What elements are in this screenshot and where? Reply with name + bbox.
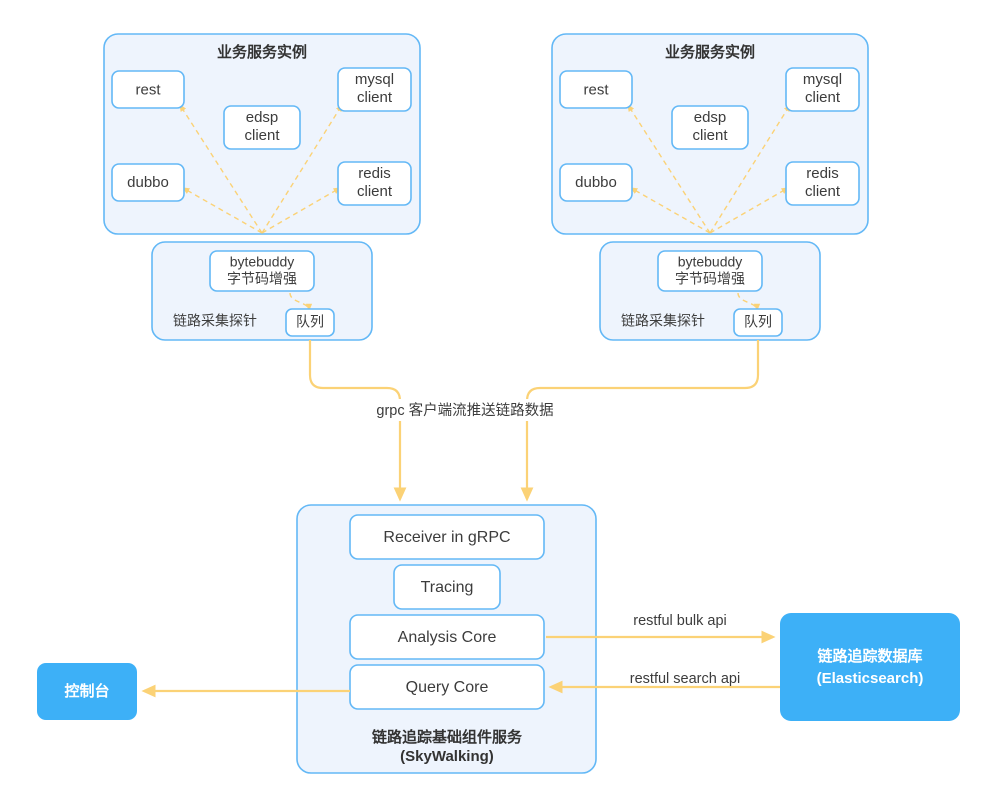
component-edsp-client-label-line2: client bbox=[244, 127, 280, 144]
component-rest-2[interactable] bbox=[559, 70, 633, 109]
arrow-probe1-to-core bbox=[308, 340, 407, 502]
arrow-probe-to-rest bbox=[179, 103, 263, 234]
component-redis-client[interactable] bbox=[337, 161, 412, 206]
arrow-bytebuddy-to-queue-2 bbox=[737, 292, 761, 312]
component-dubbo[interactable] bbox=[111, 163, 185, 202]
probe-group-2: bytebuddy 字节码增强 链路采集探针 队列 bbox=[599, 241, 821, 341]
trace-storage-label-line2: (Elasticsearch) bbox=[817, 670, 924, 687]
arrow-probe-to-mysql bbox=[261, 103, 343, 234]
component-redis-client-2[interactable] bbox=[785, 161, 860, 206]
arrow-probe-to-rest-2 bbox=[627, 103, 711, 234]
queue-box-1[interactable] bbox=[285, 308, 335, 337]
console-label: 控制台 bbox=[64, 682, 109, 700]
component-edsp-client-2-label-line1: edsp bbox=[694, 109, 727, 126]
bytebuddy-label-line1: bytebuddy bbox=[230, 254, 295, 270]
service-group-2: 业务服务实例 rest mysql client edsp client dub… bbox=[551, 33, 869, 235]
component-dubbo-2-label: dubbo bbox=[575, 174, 617, 191]
module-receiver-in-grpc[interactable] bbox=[349, 514, 545, 560]
module-receiver-in-grpc-label: Receiver in gRPC bbox=[383, 529, 510, 546]
service-group-1-instrumentation-arrows bbox=[179, 103, 343, 234]
component-redis-client-2-label-line1: redis bbox=[806, 165, 839, 182]
component-redis-client-label-line1: redis bbox=[358, 165, 391, 182]
trace-storage[interactable]: 链路追踪数据库 (Elasticsearch) bbox=[780, 613, 960, 721]
queue-box-2[interactable] bbox=[733, 308, 783, 337]
component-rest-2-label: rest bbox=[583, 81, 609, 98]
trace-storage-label-line1: 链路追踪数据库 bbox=[817, 647, 922, 665]
arrow-probe-to-dubbo bbox=[181, 187, 263, 234]
component-dubbo-label: dubbo bbox=[127, 174, 169, 191]
component-edsp-client-2[interactable] bbox=[671, 105, 749, 150]
component-mysql-client-2-label-line2: client bbox=[805, 89, 841, 106]
module-tracing[interactable] bbox=[393, 564, 501, 610]
bytebuddy-box-1[interactable] bbox=[209, 250, 315, 292]
component-mysql-client-2-label-line1: mysql bbox=[803, 71, 842, 88]
arrow-bytebuddy-to-queue-1 bbox=[289, 292, 313, 312]
grpc-transport-label: grpc 客户端流推送链路数据 bbox=[376, 402, 553, 419]
component-edsp-client-2-label-line2: client bbox=[692, 127, 728, 144]
arrow-probe-to-dubbo-2 bbox=[629, 187, 711, 234]
component-dubbo-2[interactable] bbox=[559, 163, 633, 202]
component-mysql-client-2[interactable] bbox=[785, 67, 860, 112]
service-group-2-instrumentation-arrows bbox=[627, 103, 791, 234]
module-query-core[interactable] bbox=[349, 664, 545, 710]
component-redis-client-2-label-line2: client bbox=[805, 183, 841, 200]
component-mysql-client-label-line2: client bbox=[357, 89, 393, 106]
component-rest[interactable] bbox=[111, 70, 185, 109]
probe-group-1: bytebuddy 字节码增强 链路采集探针 队列 bbox=[151, 241, 373, 341]
bytebuddy-2-label-line2: 字节码增强 bbox=[675, 271, 745, 287]
probe-1-caption: 链路采集探针 bbox=[173, 313, 257, 329]
probe-2-caption: 链路采集探针 bbox=[621, 313, 705, 329]
grpc-label-backdrop bbox=[350, 399, 580, 421]
service-group-1: 业务服务实例 rest mysql client edsp client dub… bbox=[103, 33, 421, 235]
service-group-1-title: 业务服务实例 bbox=[217, 43, 307, 61]
component-redis-client-label-line2: client bbox=[357, 183, 393, 200]
arrow-probe-to-mysql-2 bbox=[709, 103, 791, 234]
arrow-probe-to-redis-2 bbox=[709, 187, 790, 234]
module-tracing-label: Tracing bbox=[421, 579, 474, 596]
bytebuddy-2-label-line1: bytebuddy bbox=[678, 254, 743, 270]
component-edsp-client[interactable] bbox=[223, 105, 301, 150]
arrow-probe2-to-core bbox=[520, 340, 760, 502]
edge-label-restful-search-api: restful search api bbox=[630, 671, 740, 687]
storage-edges: restful bulk api restful search api bbox=[141, 613, 780, 698]
component-edsp-client-label-line1: edsp bbox=[246, 109, 279, 126]
module-query-core-label: Query Core bbox=[406, 679, 489, 696]
bytebuddy-box-2[interactable] bbox=[657, 250, 763, 292]
queue-label-1: 队列 bbox=[296, 314, 324, 330]
bytebuddy-label-line2: 字节码增强 bbox=[227, 271, 297, 287]
component-mysql-client-label-line1: mysql bbox=[355, 71, 394, 88]
component-rest-label: rest bbox=[135, 81, 161, 98]
console-box[interactable] bbox=[37, 663, 137, 720]
trace-storage-box[interactable] bbox=[780, 613, 960, 721]
module-analysis-core-label: Analysis Core bbox=[398, 629, 497, 646]
arrow-probe-to-redis bbox=[261, 187, 342, 234]
queue-label-2: 队列 bbox=[744, 314, 772, 330]
component-mysql-client[interactable] bbox=[337, 67, 412, 112]
grpc-transport: grpc 客户端流推送链路数据 bbox=[308, 340, 760, 502]
skywalking-core: Receiver in gRPC Tracing Analysis Core Q… bbox=[296, 504, 597, 774]
edge-label-restful-bulk-api: restful bulk api bbox=[633, 613, 727, 629]
module-analysis-core[interactable] bbox=[349, 614, 545, 660]
skywalking-core-caption-line2: (SkyWalking) bbox=[400, 748, 494, 765]
service-group-2-title: 业务服务实例 bbox=[665, 43, 755, 61]
skywalking-core-caption-line1: 链路追踪基础组件服务 bbox=[372, 728, 523, 746]
console[interactable]: 控制台 bbox=[37, 663, 137, 720]
